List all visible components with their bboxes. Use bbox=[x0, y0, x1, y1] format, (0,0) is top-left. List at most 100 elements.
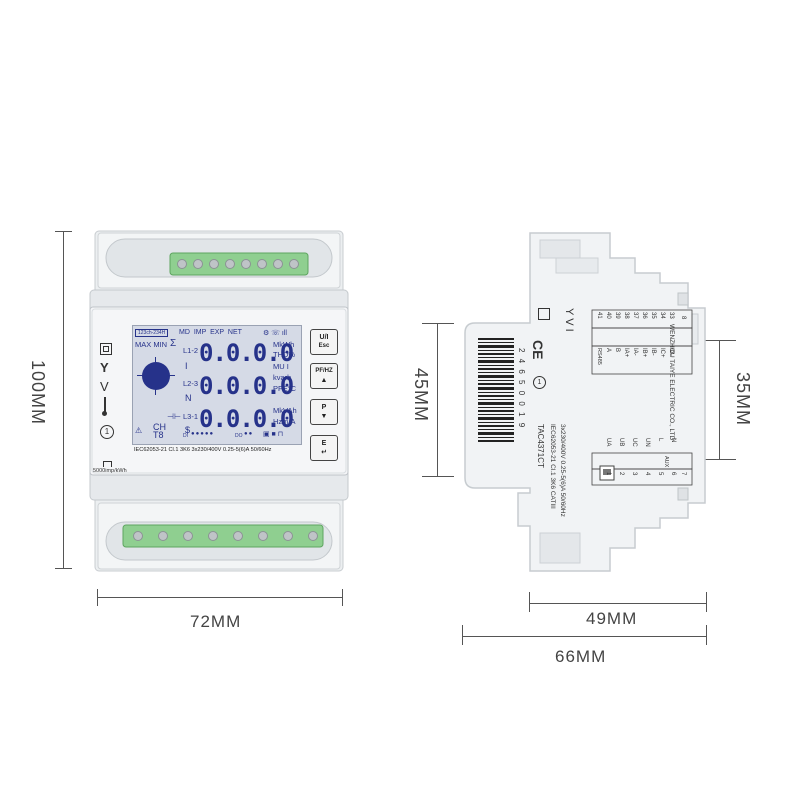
lcd-quadrant-icon bbox=[142, 362, 170, 390]
voltage-terminal-label: UN bbox=[644, 438, 650, 447]
voltage-terminal-label: UA bbox=[605, 438, 611, 447]
terminal-signal-label: IA- bbox=[632, 348, 638, 356]
side-model: TAC4371CT bbox=[536, 424, 545, 468]
terminal-signal-label: IB- bbox=[650, 348, 656, 356]
lcd-phase-label: L1-2 bbox=[183, 346, 199, 355]
lcd-neutral-symbol: N bbox=[185, 393, 192, 403]
y-symbol-icon: Y bbox=[100, 360, 109, 375]
ce-mark-icon: CE bbox=[530, 340, 546, 360]
width-dimension-cap-right bbox=[342, 589, 343, 606]
terminal-screw bbox=[289, 259, 299, 269]
terminal-signal-label: IB+ bbox=[641, 348, 647, 358]
lcd-max-min: MAX MIN bbox=[135, 340, 168, 349]
pf-hz-button-bottom: ▲ bbox=[320, 377, 328, 384]
meter-front-view: Y V 1 5000imp/kWh 123ch-234H MD IMP EXP … bbox=[88, 225, 350, 575]
side-serial-number: 2 4 6 5 0 0 1 9 bbox=[517, 348, 526, 430]
terminal-screw bbox=[158, 531, 168, 541]
terminal-signal-label: IA+ bbox=[623, 348, 629, 358]
lcd-sigma: Σ bbox=[170, 338, 177, 349]
square-inner-icon bbox=[103, 346, 109, 352]
lcd-quadrant-h bbox=[137, 375, 175, 376]
side-body-height-cap-top bbox=[422, 323, 454, 324]
terminal-number-label: 39 bbox=[614, 312, 620, 319]
terminal-signal-label: IC+ bbox=[659, 348, 665, 358]
total-depth-cap-right bbox=[706, 625, 707, 645]
lcd-capacitor-icon: ⊣⊢ bbox=[167, 412, 181, 421]
terminal-index: 3 bbox=[631, 472, 637, 476]
lcd-tariff-badge: 123ch-234H bbox=[135, 329, 169, 337]
terminal-index: 7 bbox=[680, 472, 686, 476]
pf-hz-up-button[interactable]: PF/HZ ▲ bbox=[310, 363, 338, 389]
terminal-screw bbox=[177, 259, 187, 269]
terminal-index: 1 bbox=[605, 472, 611, 476]
side-manufacturer: WENZHOU TAIYE ELECTRIC CO., LTD bbox=[668, 324, 675, 441]
total-depth-cap-left bbox=[462, 625, 463, 645]
terminal-number-label: 34 bbox=[659, 312, 665, 319]
terminal-number-label: 37 bbox=[632, 312, 638, 319]
lcd-unit: MkVAh bbox=[273, 406, 297, 415]
terminal-screw bbox=[225, 259, 235, 269]
lcd-top-row: MD IMP EXP NET bbox=[179, 329, 242, 336]
side-spec-line-2: 3x230/400V 0.25-5(6)A 50/60Hz bbox=[559, 424, 566, 517]
side-body-height-cap-bottom bbox=[422, 476, 454, 477]
body-depth-cap-right bbox=[706, 592, 707, 612]
lcd-unit: PFE°C bbox=[273, 384, 297, 393]
terminal-number-label: 33 bbox=[668, 312, 674, 319]
square-symbol-icon bbox=[100, 343, 112, 355]
lcd-di-label: DI bbox=[183, 433, 188, 439]
terminal-screw bbox=[273, 259, 283, 269]
lcd-unit: MkWh bbox=[273, 340, 295, 349]
terminal-number-label: 40 bbox=[605, 312, 611, 319]
height-dimension-cap-top bbox=[55, 231, 72, 232]
aux-label: AUX bbox=[663, 456, 669, 468]
lcd-signal-icon: ⚙ ☏ ıll bbox=[263, 330, 287, 337]
terminal-screw bbox=[241, 259, 251, 269]
ui-esc-button-bottom: Esc bbox=[318, 343, 330, 349]
rail-height-label: 35MM bbox=[733, 372, 753, 427]
p-button-bottom: ▼ bbox=[320, 413, 328, 420]
terminal-screw bbox=[208, 531, 218, 541]
rail-height-cap-bottom bbox=[703, 459, 736, 460]
terminal-screw bbox=[209, 259, 219, 269]
aux-terminal-label: L bbox=[657, 438, 663, 442]
info-circle-icon: 1 bbox=[100, 425, 114, 439]
lcd-warning-icon: ⚠ bbox=[135, 426, 143, 435]
probe-symbol-icon bbox=[104, 397, 106, 412]
terminal-number-label: 36 bbox=[641, 312, 647, 319]
rail-height-line bbox=[719, 340, 720, 460]
terminal-index: 2 bbox=[618, 472, 624, 476]
terminal-signal-label: A bbox=[605, 348, 611, 353]
lcd-phase-label: L2-3 bbox=[183, 379, 199, 388]
e-enter-button[interactable]: E ↵ bbox=[310, 435, 338, 461]
lcd-do-label: DO bbox=[235, 433, 243, 439]
terminal-screw bbox=[283, 531, 293, 541]
p-down-button[interactable]: P ▼ bbox=[310, 399, 338, 425]
lcd-quadrant-v bbox=[155, 357, 156, 395]
lcd-digits-row-3: 0.0.0.0 bbox=[199, 405, 294, 433]
terminal-screw bbox=[183, 531, 193, 541]
terminal-screw bbox=[308, 531, 318, 541]
terminal-number-row: 41 bbox=[596, 312, 602, 319]
total-depth-label: 66MM bbox=[555, 647, 607, 666]
lcd-currency-symbol: $ bbox=[185, 425, 191, 435]
voltage-terminal-label: UB bbox=[618, 438, 624, 447]
rail-height-cap-top bbox=[703, 340, 736, 341]
ui-esc-button[interactable]: U/I Esc bbox=[310, 329, 338, 355]
terminal-screw bbox=[133, 531, 143, 541]
v-symbol-icon: V bbox=[100, 379, 109, 394]
terminal-number-label: 35 bbox=[650, 312, 656, 319]
terminal-screw bbox=[233, 531, 243, 541]
lcd-lock-icon: ▣ ■ ⊓ bbox=[263, 431, 284, 438]
height-dimension-line bbox=[63, 231, 64, 569]
lcd-ch-label: CH bbox=[153, 422, 166, 432]
side-body-height-label: 45MM bbox=[411, 368, 431, 423]
lcd-unit: THD% bbox=[273, 350, 296, 359]
body-depth-label: 49MM bbox=[586, 609, 638, 628]
pulse-constant-label: 5000imp/kWh bbox=[93, 468, 127, 474]
lcd-phase-label: L3-1 bbox=[183, 412, 199, 421]
lcd-digits-row-1: 0.0.0.0 bbox=[199, 339, 294, 367]
body-depth-line bbox=[529, 603, 707, 604]
side-spec-line-1: IEC62053-21 Cl.1 3K6 CATIII bbox=[549, 424, 556, 509]
e-button-bottom: ↵ bbox=[321, 449, 327, 456]
lcd-unit: kvarh bbox=[273, 373, 292, 382]
